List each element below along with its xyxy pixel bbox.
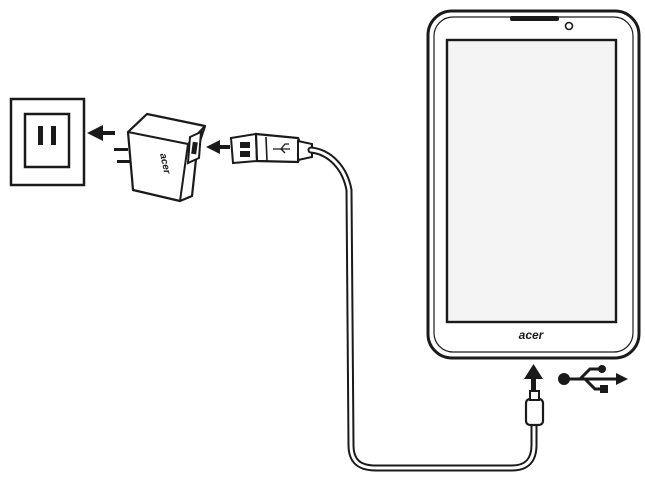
tablet-screen bbox=[445, 38, 618, 324]
arrow-left-icon bbox=[206, 140, 230, 154]
arrow-up-icon bbox=[524, 364, 543, 390]
usb-cable bbox=[307, 146, 538, 472]
wall-outlet-icon bbox=[9, 97, 86, 187]
usb-plug-icon bbox=[229, 132, 313, 165]
micro-usb-plug-icon bbox=[524, 390, 545, 427]
tablet-logo: acer bbox=[519, 328, 545, 342]
arrow-left-icon bbox=[87, 125, 115, 141]
adapter-logo: acer bbox=[157, 152, 172, 175]
usb-symbol-icon bbox=[558, 365, 628, 393]
power-adapter-icon bbox=[114, 112, 207, 203]
